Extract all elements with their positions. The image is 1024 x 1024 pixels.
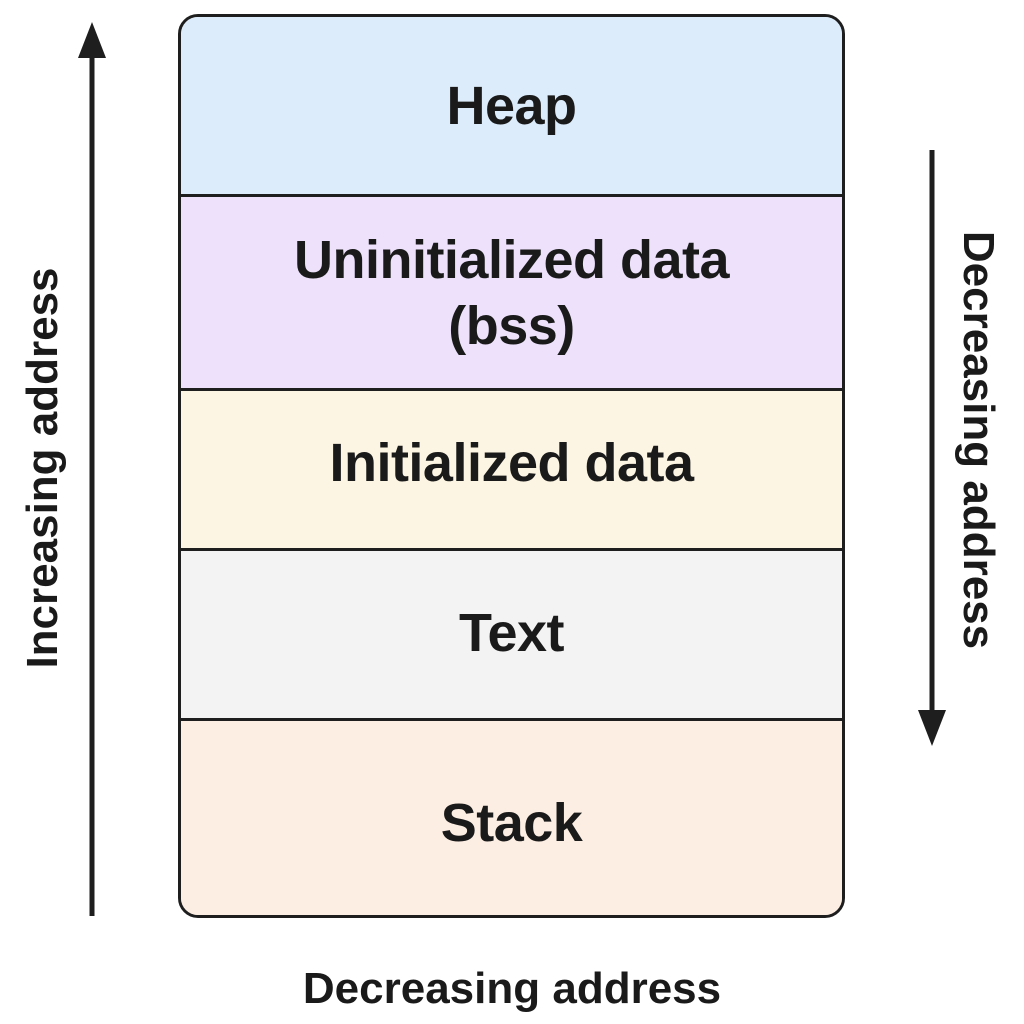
memory-segments: Heap Uninitialized data (bss) Initialize… <box>178 14 845 918</box>
initialized-data-label: Initialized data <box>329 432 694 493</box>
up-arrow-icon <box>78 22 106 916</box>
text-segment: Text <box>181 551 842 721</box>
text-label: Text <box>458 602 565 663</box>
heap-label: Heap <box>446 75 577 136</box>
stack-segment: Stack <box>181 721 842 915</box>
bottom-decreasing-address-label: Decreasing address <box>302 964 722 1013</box>
down-arrow-icon <box>918 150 946 746</box>
initialized-data-segment: Initialized data <box>181 391 842 551</box>
heap-segment: Heap <box>181 17 842 197</box>
bss-label: Uninitialized data <box>293 229 730 290</box>
bss-sublabel: (bss) <box>448 295 575 356</box>
stack-label: Stack <box>440 793 583 853</box>
bss-segment: Uninitialized data (bss) <box>181 197 842 391</box>
decreasing-address-label: Decreasing address <box>954 230 1003 650</box>
increasing-address-label: Increasing address <box>18 267 67 669</box>
